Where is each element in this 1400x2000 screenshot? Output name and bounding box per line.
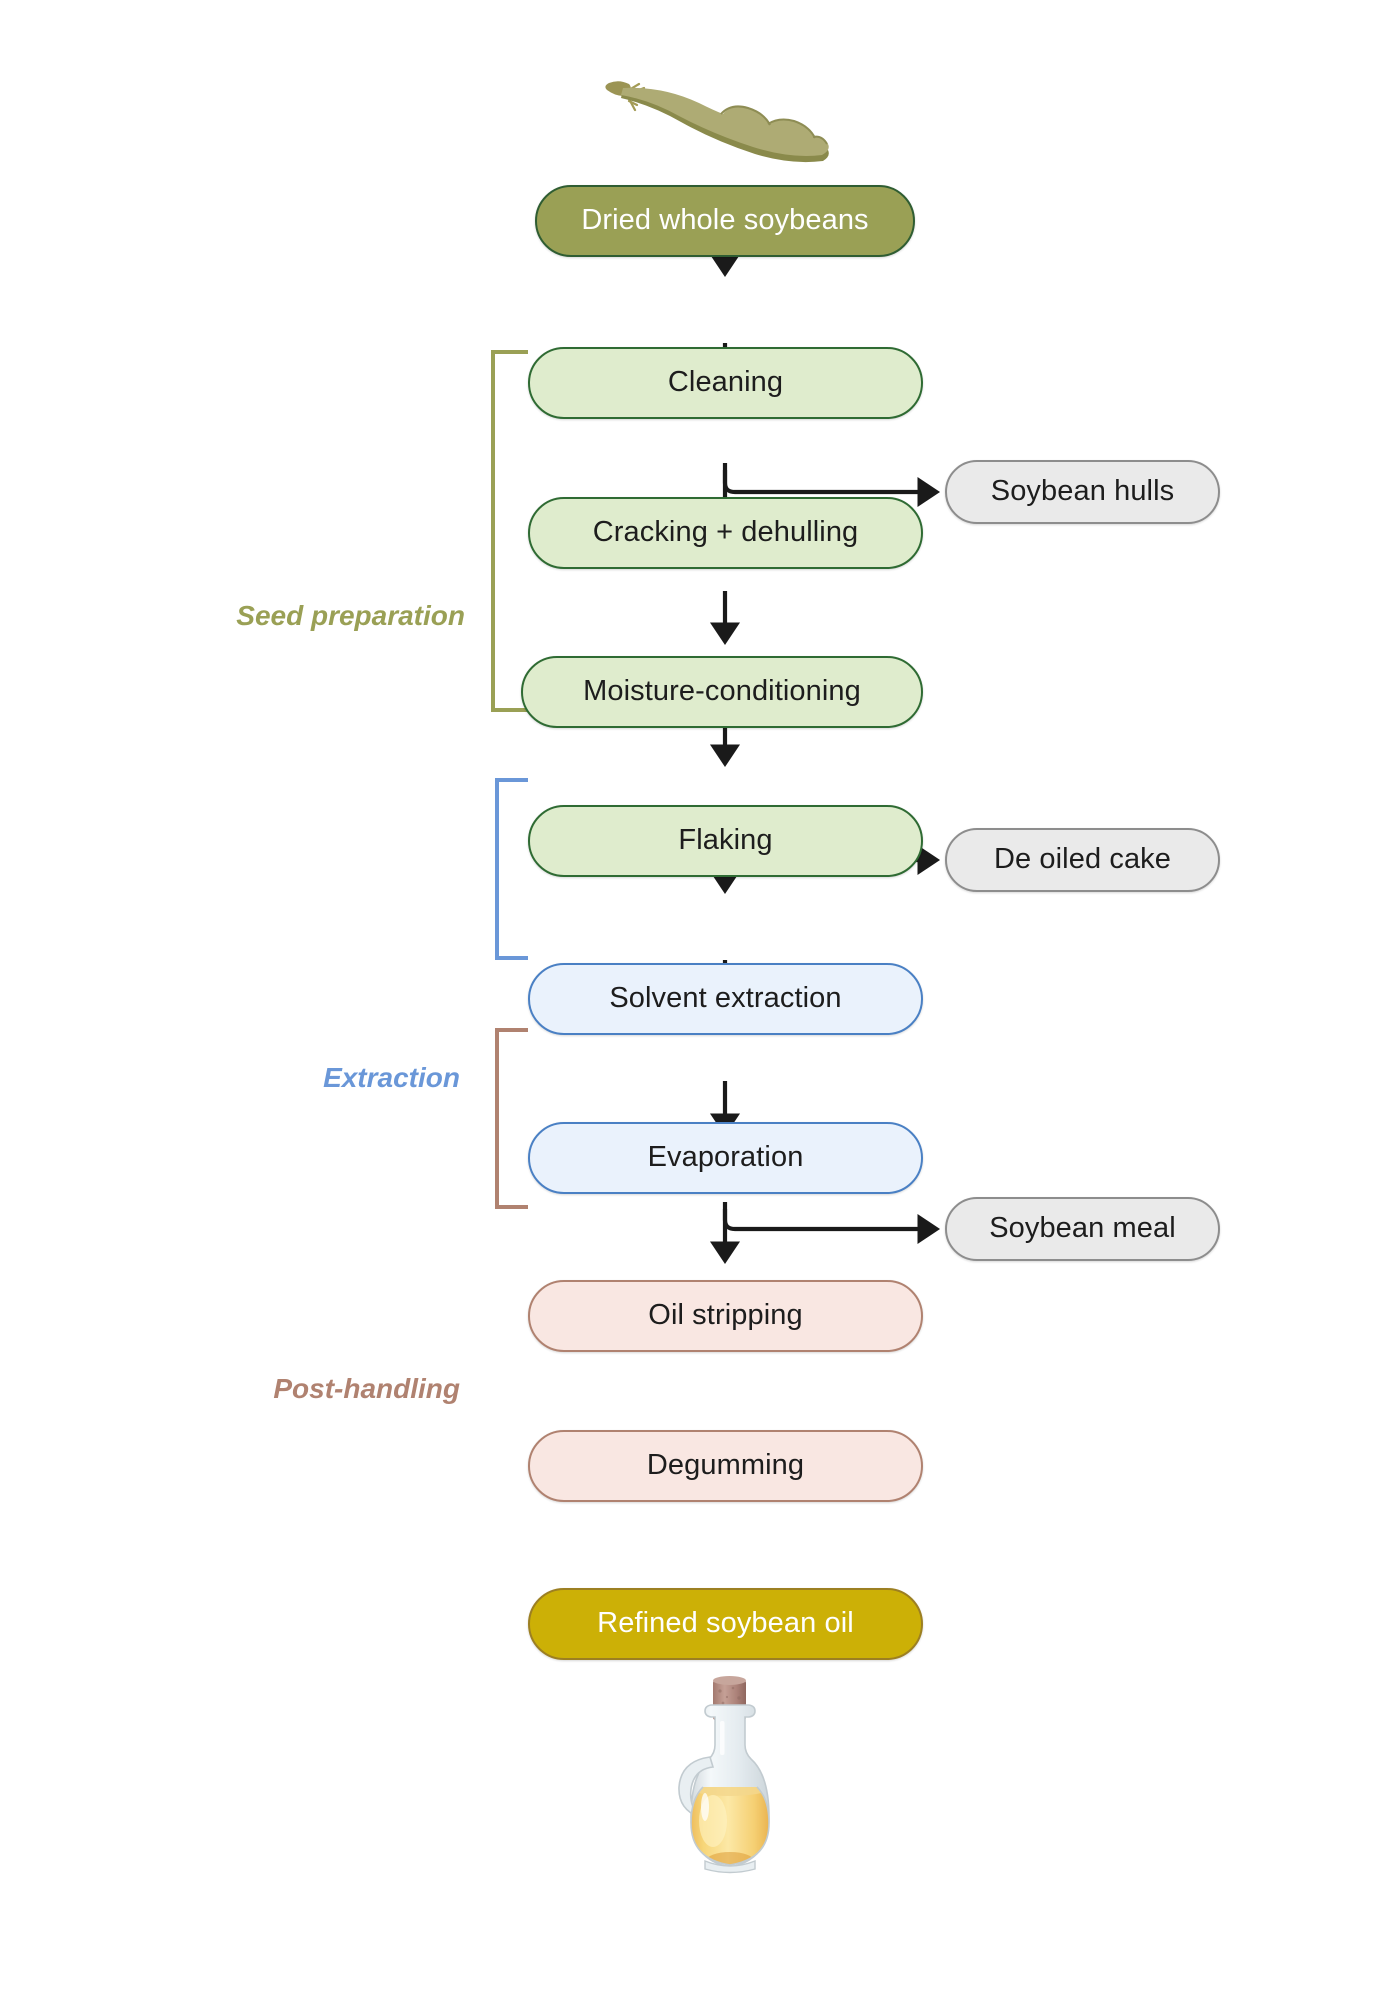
node-evaporation[interactable]: Evaporation — [528, 1122, 923, 1194]
oil-bottle-illustration — [678, 1676, 770, 1874]
node-cracking-dehulling[interactable]: Cracking + dehulling — [528, 497, 923, 569]
node-label: Moisture-conditioning — [583, 675, 861, 708]
node-degumming[interactable]: Degumming — [528, 1430, 923, 1502]
node-oil-stripping[interactable]: Oil stripping — [528, 1280, 923, 1352]
group-label-post-handling: Post-handling — [105, 1373, 460, 1405]
node-label: Flaking — [678, 824, 773, 857]
group-label-text: Extraction — [323, 1062, 460, 1093]
group-label-seed-preparation: Seed preparation — [105, 600, 465, 632]
node-dried-whole-soybeans[interactable]: Dried whole soybeans — [535, 185, 915, 257]
node-soybean-hulls[interactable]: Soybean hulls — [945, 460, 1220, 524]
edge-cracking-to-hulls — [722, 470, 941, 508]
node-label: Degumming — [646, 1449, 805, 1482]
node-label: De oiled cake — [993, 843, 1171, 876]
node-refined-soybean-oil[interactable]: Refined soybean oil — [528, 1588, 923, 1660]
node-label: Solvent extraction — [609, 982, 842, 1015]
node-cleaning[interactable]: Cleaning — [528, 347, 923, 419]
edge-degumming-to-meal — [722, 1209, 941, 1245]
bracket-seed-preparation — [491, 350, 528, 712]
bottle-base — [704, 1859, 756, 1874]
node-label: Soybean meal — [989, 1212, 1176, 1245]
group-label-extraction: Extraction — [105, 1062, 460, 1094]
node-flaking[interactable]: Flaking — [528, 805, 923, 877]
node-label: Soybean hulls — [990, 475, 1175, 508]
node-soybean-meal[interactable]: Soybean meal — [945, 1197, 1220, 1261]
node-label: Refined soybean oil — [597, 1607, 854, 1640]
bracket-post-handling — [495, 1028, 528, 1209]
node-moisture-conditioning[interactable]: Moisture-conditioning — [521, 656, 923, 728]
node-label: Dried whole soybeans — [581, 204, 869, 237]
group-label-text: Post-handling — [273, 1373, 460, 1404]
group-label-text: Seed preparation — [236, 600, 465, 631]
node-label: Oil stripping — [648, 1299, 803, 1332]
soybean-pod-illustration — [605, 81, 829, 163]
node-solvent-extraction[interactable]: Solvent extraction — [528, 963, 923, 1035]
node-de-oiled-cake[interactable]: De oiled cake — [945, 828, 1220, 892]
node-label: Evaporation — [647, 1141, 804, 1174]
node-label: Cleaning — [667, 366, 784, 399]
node-label: Cracking + dehulling — [592, 516, 859, 549]
bracket-extraction — [495, 778, 528, 960]
